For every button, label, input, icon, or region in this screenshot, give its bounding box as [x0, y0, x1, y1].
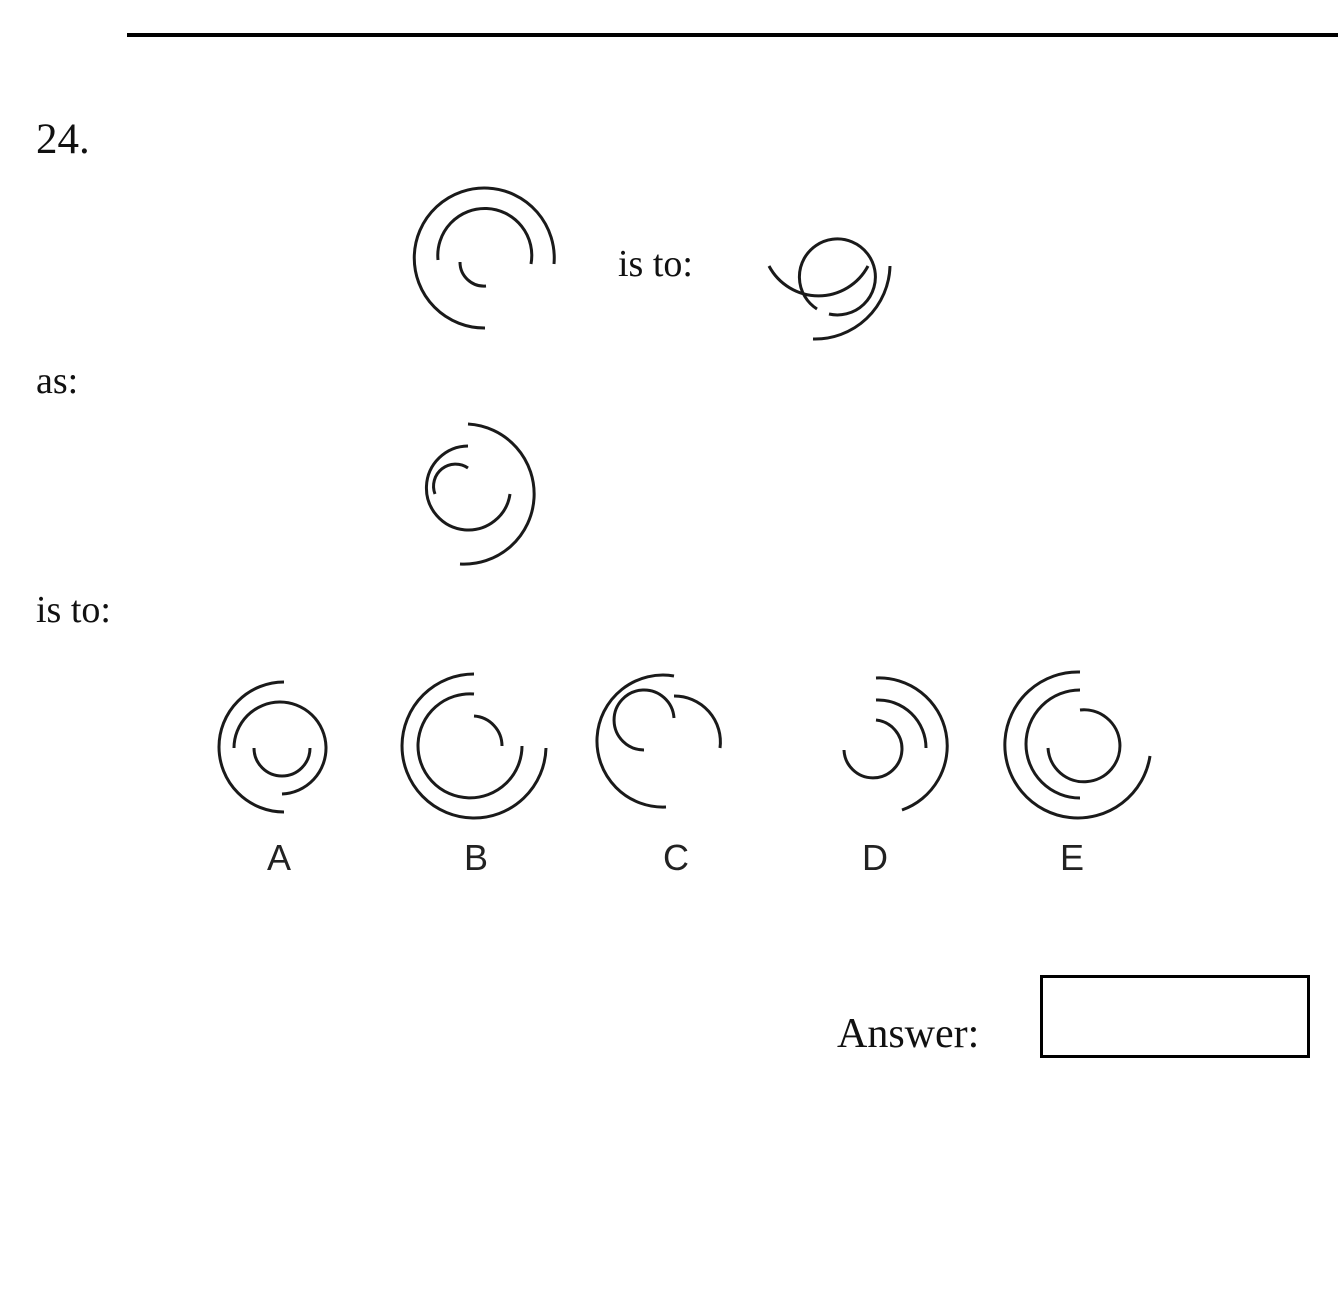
option-figure-B[interactable] [398, 666, 553, 826]
arc-middle [232, 700, 328, 796]
arc-outer [767, 265, 870, 298]
arc-inner [473, 714, 504, 747]
arc-middle [416, 692, 524, 800]
arc-middle [875, 698, 928, 749]
arc-outer [1003, 670, 1152, 820]
arc-middle [424, 444, 512, 532]
relation-label-is-to-1: is to: [618, 243, 693, 285]
answer-label: Answer: [837, 1011, 980, 1057]
option-figure-D[interactable] [838, 668, 963, 813]
arc-inner [252, 747, 312, 778]
header-divider-rule [127, 33, 1338, 37]
arc-middle [436, 206, 534, 265]
option-label-A: A [266, 837, 291, 878]
question-number: 24. [36, 116, 90, 163]
arc-lower [812, 265, 892, 341]
arc-inner [612, 688, 676, 752]
option-label-C: C [663, 837, 689, 878]
arc-inner [458, 261, 487, 288]
arc-middle [673, 694, 722, 749]
figure-prompt-1 [404, 178, 564, 338]
option-label-E: E [1059, 837, 1084, 878]
arc-outer [459, 422, 536, 566]
option-label-D: D [862, 837, 888, 878]
figure-prompt-3 [404, 416, 549, 571]
arc-outer [412, 186, 556, 330]
arc-inner [842, 718, 904, 780]
relation-label-as: as: [36, 360, 79, 402]
arc-outer [400, 672, 548, 820]
arc-inner [432, 462, 469, 495]
arc-outer [875, 676, 949, 812]
relation-label-is-to-2: is to: [36, 589, 111, 631]
option-label-B: B [463, 837, 488, 878]
option-figure-A[interactable] [206, 672, 351, 822]
arc-outer [217, 680, 285, 814]
arc-middle [1024, 688, 1081, 800]
option-figure-C[interactable] [595, 670, 744, 815]
arc-inner [797, 237, 877, 317]
figure-prompt-2 [765, 226, 895, 351]
arc-inner [1046, 708, 1122, 784]
option-figure-E[interactable] [1003, 664, 1159, 824]
answer-input-box[interactable] [1040, 975, 1310, 1058]
arc-outer [595, 673, 675, 809]
